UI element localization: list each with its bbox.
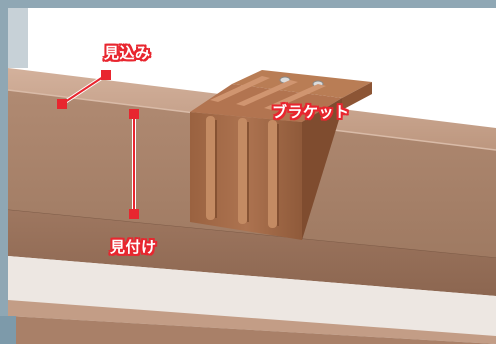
mitsuke-label: 見付け [110,238,157,256]
bracket-side-face [302,98,342,240]
frame-corner-shade [8,8,28,68]
bracket-top-flange [232,70,372,98]
frame-left-lower [0,316,16,344]
mikomi-label: 見込み [104,44,151,62]
bottom-slat [8,300,496,344]
bracket-ribs [206,76,326,228]
frame-top-border [0,0,496,8]
frame-left-border [0,0,8,344]
bottom-slat-shadow [8,316,496,344]
bracket-flange-side [342,82,372,110]
bracket-label: ブラケット [272,103,350,121]
lower-band [8,210,496,296]
mikomi-dimension-marker [57,70,111,109]
mitsuke-dimension-marker [129,109,139,219]
